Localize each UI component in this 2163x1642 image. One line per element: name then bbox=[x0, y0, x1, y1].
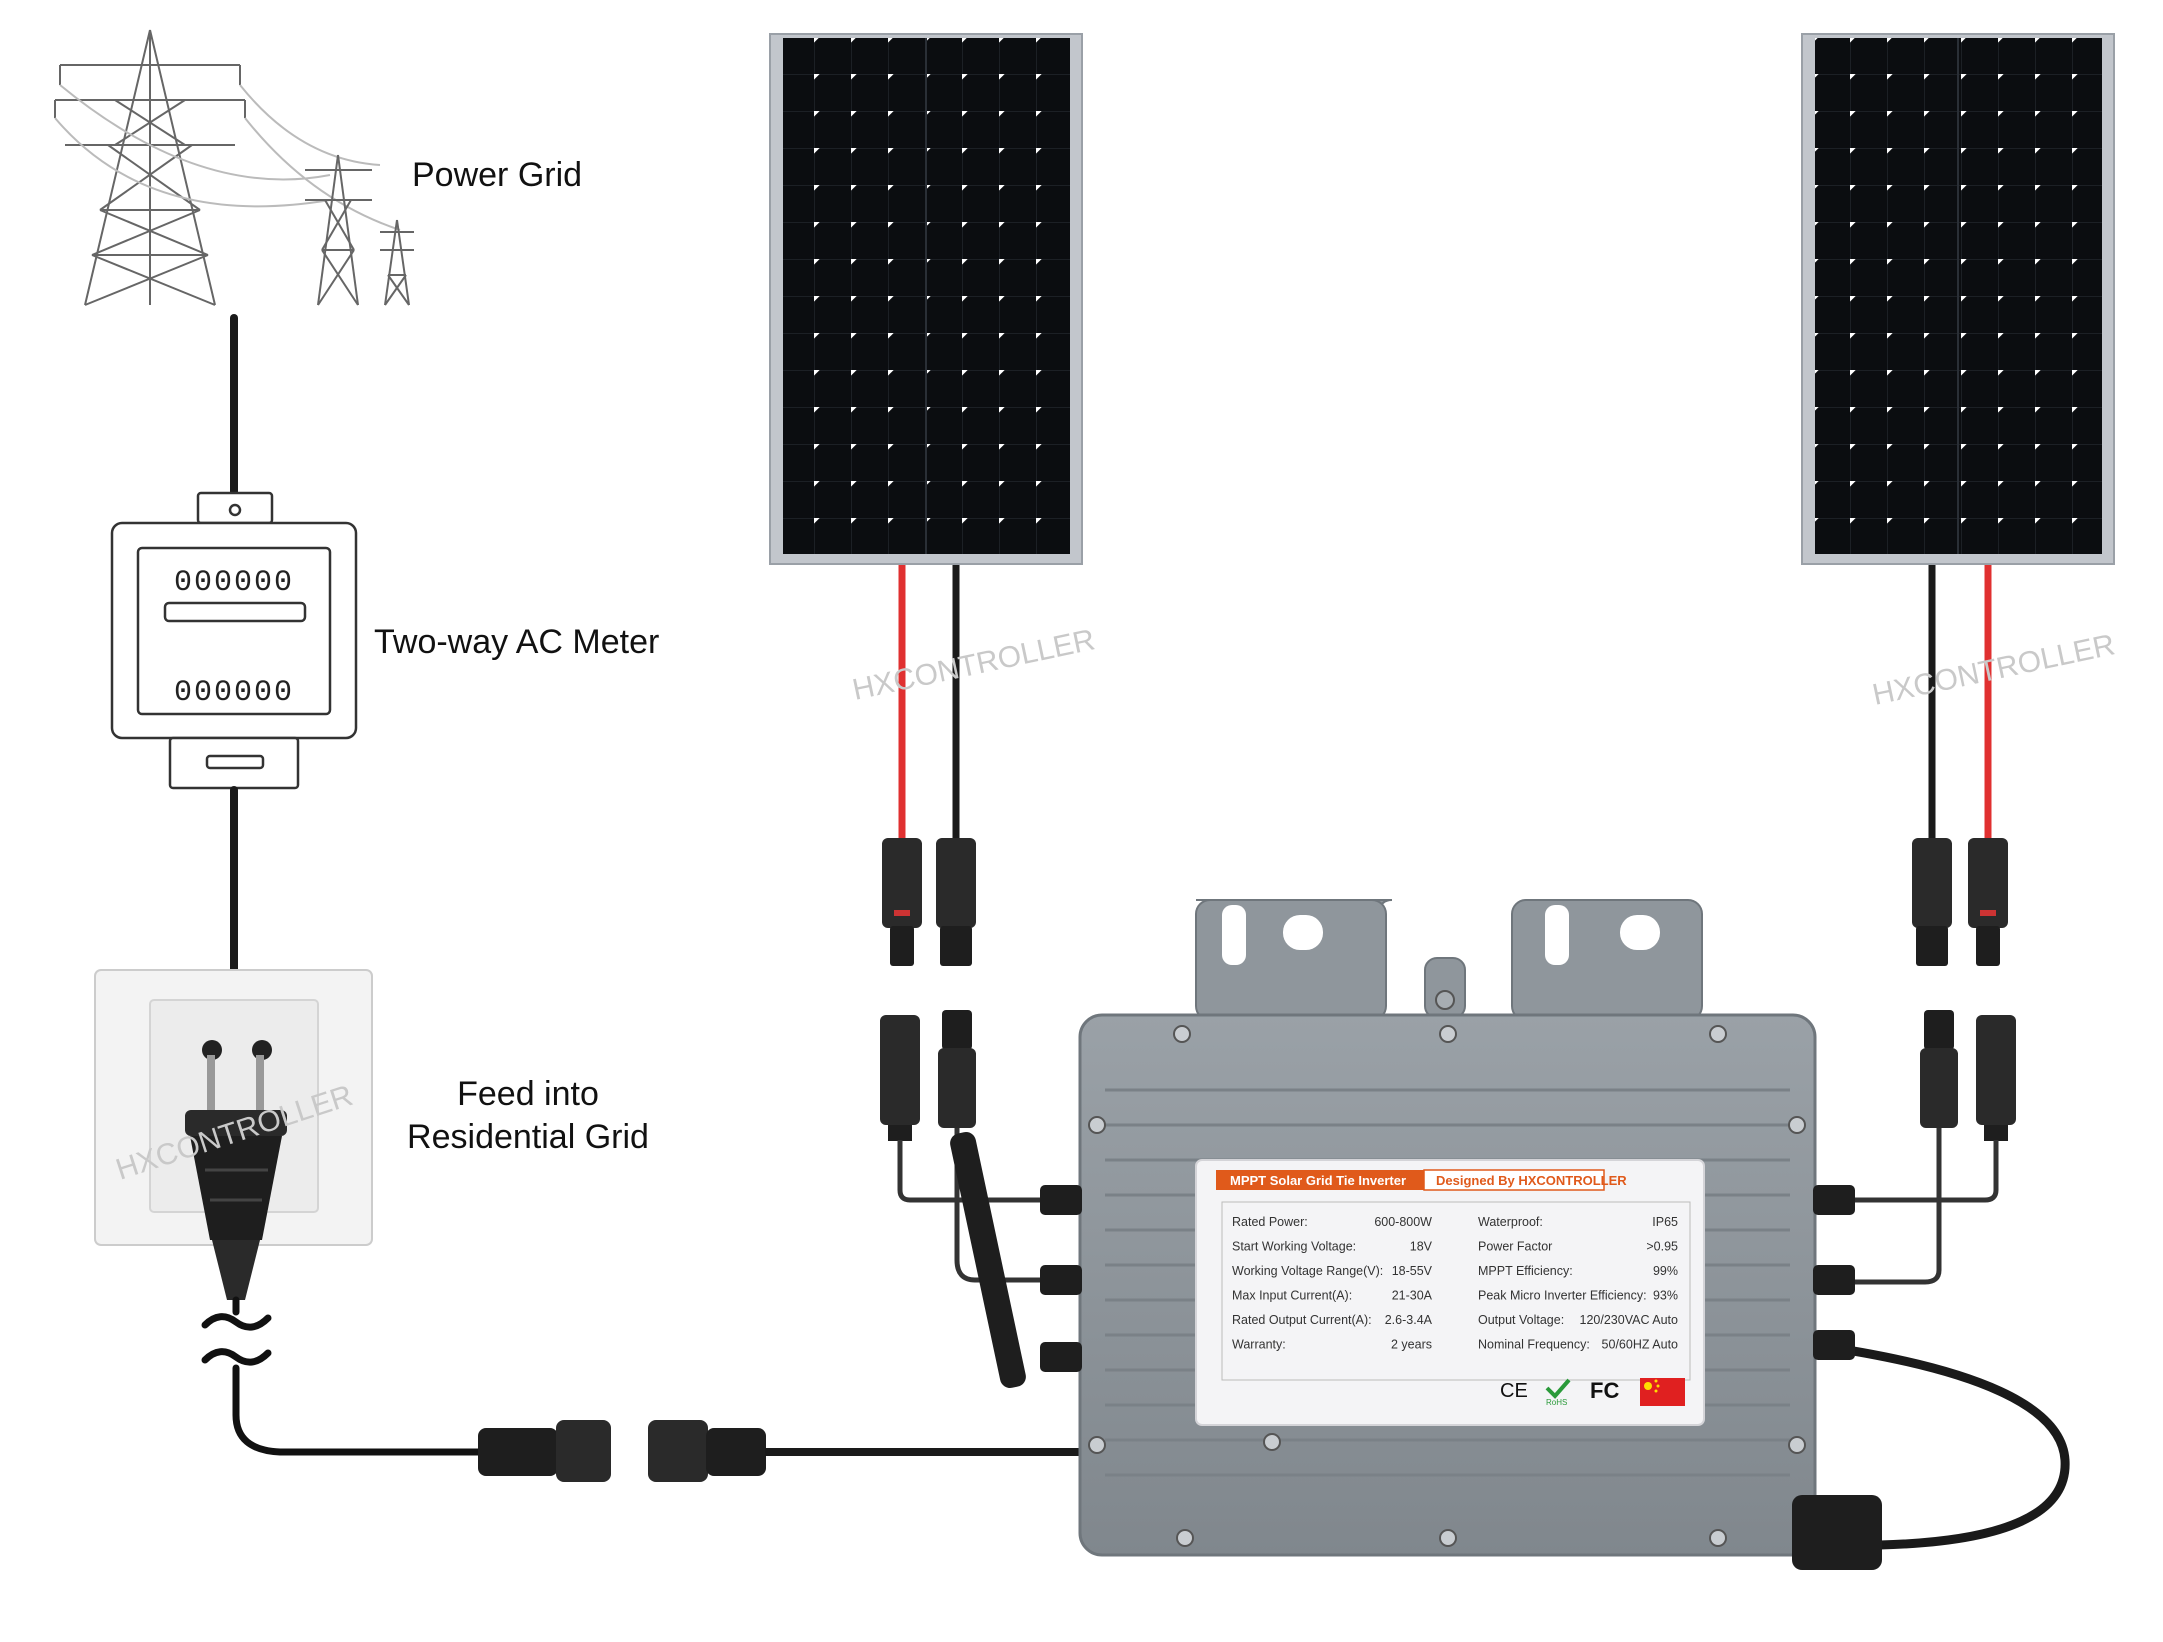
inverter-dc-leads bbox=[897, 1128, 1999, 1285]
cable-break-icon bbox=[201, 1296, 484, 1456]
spec-key: Start Working Voltage: bbox=[1232, 1240, 1356, 1254]
spec-value: 50/60HZ Auto bbox=[1602, 1338, 1678, 1352]
solar-panel-left bbox=[769, 33, 1083, 565]
spec-key: MPPT Efficiency: bbox=[1478, 1264, 1573, 1278]
power-grid-towers bbox=[54, 29, 414, 306]
watermark-left: HXCONTROLLER bbox=[850, 623, 1098, 707]
spec-key: Peak Micro Inverter Efficiency: bbox=[1478, 1289, 1647, 1303]
spec-value: >0.95 bbox=[1646, 1240, 1678, 1254]
rohs-check-icon bbox=[1545, 1378, 1571, 1399]
feed-label-line1: Feed into bbox=[457, 1075, 599, 1113]
cert-fc-mark: FC bbox=[1590, 1378, 1619, 1403]
feed-label-line2: Residential Grid bbox=[407, 1118, 649, 1156]
ac-output-cable bbox=[1814, 1340, 2070, 1550]
small-tower-icon bbox=[380, 219, 414, 306]
mc4-connectors-upper bbox=[882, 838, 2008, 966]
spec-key: Rated Output Current(A): bbox=[1232, 1313, 1372, 1327]
spec-header-left-bg bbox=[1216, 1170, 1424, 1190]
spec-header-right: Designed By HXCONTROLLER bbox=[1436, 1173, 1627, 1188]
cert-ce-mark: CE bbox=[1500, 1380, 1528, 1402]
spec-value: 18V bbox=[1410, 1240, 1433, 1254]
watermark-right: HXCONTROLLER bbox=[1870, 628, 2118, 712]
spec-value: IP65 bbox=[1652, 1215, 1678, 1229]
spec-label: MPPT Solar Grid Tie Inverter Designed By… bbox=[1195, 1159, 1705, 1426]
spec-value: 99% bbox=[1653, 1264, 1678, 1278]
spec-key: Working Voltage Range(V): bbox=[1232, 1264, 1383, 1278]
spec-value: 18-55V bbox=[1392, 1264, 1433, 1278]
spec-list-left: Rated Power: 600-800W Start Working Voltag… bbox=[1232, 1215, 1433, 1352]
power-grid-label: Power Grid bbox=[412, 156, 582, 194]
plug-icon bbox=[185, 1055, 287, 1300]
spec-value: 2.6-3.4A bbox=[1385, 1313, 1433, 1327]
spec-key: Max Input Current(A): bbox=[1232, 1289, 1352, 1303]
large-tower-icon bbox=[54, 29, 246, 306]
spec-key: Nominal Frequency: bbox=[1478, 1338, 1590, 1352]
china-flag-icon bbox=[1640, 1378, 1685, 1406]
ac-meter-icon bbox=[110, 491, 358, 790]
ac-connector-icon bbox=[478, 1420, 1085, 1482]
spec-value: 120/230VAC Auto bbox=[1580, 1313, 1679, 1327]
spec-key: Waterproof: bbox=[1478, 1215, 1543, 1229]
spec-value: 2 years bbox=[1391, 1338, 1432, 1352]
spec-value: 21-30A bbox=[1392, 1289, 1433, 1303]
spec-header-left: MPPT Solar Grid Tie Inverter bbox=[1230, 1173, 1406, 1188]
spec-value: 600-800W bbox=[1374, 1215, 1432, 1229]
spec-value: 93% bbox=[1653, 1289, 1678, 1303]
solar-panel-right bbox=[1801, 33, 2115, 565]
panel-cables bbox=[898, 565, 1992, 840]
spec-key: Rated Power: bbox=[1232, 1215, 1308, 1229]
meter-label: Two-way AC Meter bbox=[374, 623, 659, 661]
cert-rohs-mark: RoHS bbox=[1546, 1398, 1567, 1407]
mc4-connectors-lower bbox=[880, 1010, 2016, 1141]
meter-digits-top: 000000 bbox=[174, 566, 294, 600]
spec-key: Power Factor bbox=[1478, 1240, 1552, 1254]
meter-digits-bottom: 000000 bbox=[174, 676, 294, 710]
spec-key: Output Voltage: bbox=[1478, 1313, 1564, 1327]
wifi-antenna-icon bbox=[950, 1131, 1026, 1389]
spec-key: Warranty: bbox=[1232, 1338, 1286, 1352]
medium-tower-icon bbox=[305, 154, 372, 306]
